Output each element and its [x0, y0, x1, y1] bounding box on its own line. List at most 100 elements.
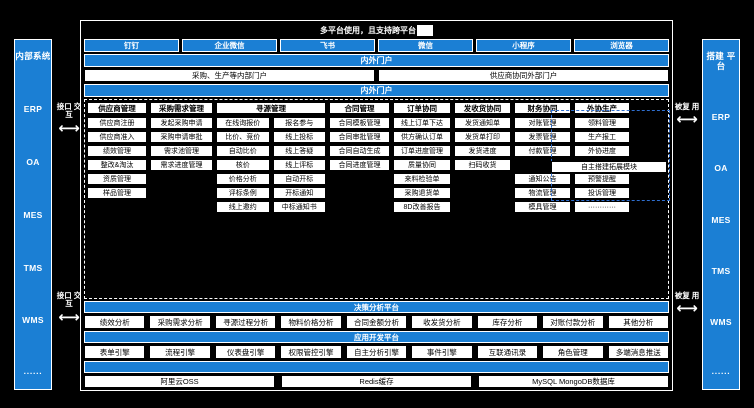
- module-item-采购申请审批[interactable]: 采购申请审批: [150, 131, 213, 143]
- module-subcolumn: 发货通知单发货单打印发货进度扫码收货: [454, 117, 511, 296]
- module-item-线上邀约[interactable]: 线上邀约: [216, 201, 270, 213]
- infra-item-阿里云OSS[interactable]: 阿里云OSS: [84, 375, 275, 388]
- appdev-item-流程引擎[interactable]: 流程引擎: [149, 345, 211, 359]
- module-column-head-采购需求管理[interactable]: 采购需求管理: [150, 102, 213, 114]
- decision-item-绩效分析[interactable]: 绩效分析: [84, 315, 146, 329]
- module-column-head-订单协同[interactable]: 订单协同: [393, 102, 451, 114]
- module-column-head-财务协同[interactable]: 财务协同: [514, 102, 571, 114]
- module-item-自动开标[interactable]: 自动开标: [272, 173, 326, 185]
- module-item-需求池管理[interactable]: 需求池管理: [150, 145, 213, 157]
- appdev-item-仪表盘引擎[interactable]: 仪表盘引擎: [214, 345, 277, 359]
- extension-item-通知公告[interactable]: 通知公告: [514, 173, 571, 185]
- platform-button-微信[interactable]: 微信: [378, 39, 473, 52]
- platform-button-小程序[interactable]: 小程序: [476, 39, 571, 52]
- module-item-合同进度管理[interactable]: 合同进度管理: [329, 159, 390, 171]
- module-item-发货单打印[interactable]: 发货单打印: [454, 131, 511, 143]
- module-item-核价[interactable]: 核价: [216, 159, 270, 171]
- module-column-head-寻源管理[interactable]: 寻源管理: [216, 102, 326, 114]
- right-rail-head: 搭建 平台: [706, 51, 736, 71]
- module-item-订单进度管理[interactable]: 订单进度管理: [393, 145, 451, 157]
- module-item-发票管理[interactable]: 发票管理: [514, 131, 571, 143]
- module-item-供应商注册[interactable]: 供应商注册: [87, 117, 147, 129]
- module-item-资质管理[interactable]: 资质管理: [87, 173, 147, 185]
- appdev-item-多端消息推送[interactable]: 多端消息推送: [607, 345, 669, 359]
- module-item-质量协同[interactable]: 质量协同: [393, 159, 451, 171]
- module-item-线上答疑[interactable]: 线上答疑: [272, 145, 326, 157]
- module-item-整改&淘汰[interactable]: 整改&淘汰: [87, 159, 147, 171]
- decision-item-收发货分析[interactable]: 收发货分析: [411, 315, 473, 329]
- module-column-head-外协生产[interactable]: 外协生产: [574, 102, 630, 114]
- module-column-head-发收货协同[interactable]: 发收货协同: [454, 102, 511, 114]
- decision-item-物料价格分析[interactable]: 物料价格分析: [280, 315, 342, 329]
- interaction-left-bottom-label: 接口 交互: [56, 291, 82, 309]
- module-item-绩效管理[interactable]: 绩效管理: [87, 145, 147, 157]
- platform-button-钉钉[interactable]: 钉钉: [84, 39, 179, 52]
- module-subcolumn: 发起采购申请采购申请审批需求池管理需求进度管理: [150, 117, 213, 296]
- portal-采购、生产等内部门户[interactable]: 采购、生产等内部门户: [84, 69, 375, 82]
- extension-item-预警提醒[interactable]: 预警提醒: [574, 173, 630, 185]
- appdev-item-表单引擎[interactable]: 表单引擎: [84, 345, 146, 359]
- module-item-线上评标[interactable]: 线上评标: [272, 159, 326, 171]
- module-item-线上投标[interactable]: 线上投标: [272, 131, 326, 143]
- platform-button-浏览器[interactable]: 浏览器: [574, 39, 669, 52]
- decision-item-对账付款分析[interactable]: 对账付款分析: [542, 315, 604, 329]
- module-item-样品管理[interactable]: 样品管理: [87, 187, 147, 199]
- decision-item-寻源过程分析[interactable]: 寻源过程分析: [214, 315, 277, 329]
- module-column-cells: 发起采购申请采购申请审批需求池管理需求进度管理: [150, 117, 213, 296]
- module-item-8D改善报告[interactable]: 8D改善报告: [393, 201, 451, 213]
- extension-title: 自主搭建拓展模块: [551, 161, 667, 173]
- module-item-生产报工[interactable]: 生产报工: [574, 131, 630, 143]
- module-item-扫码收货[interactable]: 扫码收货: [454, 159, 511, 171]
- infra-item-MySQL MongoDB数据库[interactable]: MySQL MongoDB数据库: [478, 375, 669, 388]
- module-item-自动比价[interactable]: 自动比价: [216, 145, 270, 157]
- module-item-外协进度[interactable]: 外协进度: [574, 145, 630, 157]
- portal-供应商协同外部门户[interactable]: 供应商协同外部门户: [378, 69, 669, 82]
- infra-item-Redis缓存[interactable]: Redis缓存: [281, 375, 472, 388]
- module-item-报名参与[interactable]: 报名参与: [272, 117, 326, 129]
- appdev-item-事件引擎[interactable]: 事件引擎: [411, 345, 473, 359]
- module-item-开标通知[interactable]: 开标通知: [272, 187, 326, 199]
- module-column-合同管理: 合同管理合同模板管理合同审批管理合同自动生成合同进度管理: [329, 102, 390, 296]
- module-item-线上订单下达[interactable]: 线上订单下达: [393, 117, 451, 129]
- module-item-付款管理[interactable]: 付款管理: [514, 145, 571, 157]
- module-subcolumn: 对账管理发票管理付款管理通知公告物流管理模具管理: [514, 117, 571, 296]
- platform-button-飞书[interactable]: 飞书: [280, 39, 375, 52]
- decision-item-库存分析[interactable]: 库存分析: [476, 315, 539, 329]
- extension-item-物流管理[interactable]: 物流管理: [514, 187, 571, 199]
- decision-item-其他分析[interactable]: 其他分析: [607, 315, 669, 329]
- module-item-对账管理[interactable]: 对账管理: [514, 117, 571, 129]
- appdev-platform-title: 应用开发平台: [84, 331, 669, 343]
- module-item-供方确认订单[interactable]: 供方确认订单: [393, 131, 451, 143]
- module-column-head-供应商管理[interactable]: 供应商管理: [87, 102, 147, 114]
- module-item-在线询报价[interactable]: 在线询报价: [216, 117, 270, 129]
- appdev-item-角色管理[interactable]: 角色管理: [542, 345, 604, 359]
- module-column-head-合同管理[interactable]: 合同管理: [329, 102, 390, 114]
- module-item-比价、竞价[interactable]: 比价、竞价: [216, 131, 270, 143]
- module-item-发起采购申请[interactable]: 发起采购申请: [150, 117, 213, 129]
- module-item-中标通知书[interactable]: 中标通知书: [272, 201, 326, 213]
- module-item-发货通知单[interactable]: 发货通知单: [454, 117, 511, 129]
- module-item-价格分析[interactable]: 价格分析: [216, 173, 270, 185]
- decision-item-采购需求分析[interactable]: 采购需求分析: [149, 315, 211, 329]
- extension-item-投诉管理[interactable]: 投诉管理: [574, 187, 630, 199]
- module-item-评标条例[interactable]: 评标条例: [216, 187, 270, 199]
- module-item-供应商准入[interactable]: 供应商准入: [87, 131, 147, 143]
- appdev-item-互联通讯录[interactable]: 互联通讯录: [476, 345, 539, 359]
- appdev-item-自主分析引擎[interactable]: 自主分析引擎: [345, 345, 408, 359]
- module-item-领料管理[interactable]: 领料管理: [574, 117, 630, 129]
- right-rail-item-more: ······: [711, 368, 731, 379]
- module-item-合同自动生成[interactable]: 合同自动生成: [329, 145, 390, 157]
- module-item-发货进度[interactable]: 发货进度: [454, 145, 511, 157]
- module-item-合同审批管理[interactable]: 合同审批管理: [329, 131, 390, 143]
- extension-item-············[interactable]: ············: [574, 201, 630, 213]
- module-item-需求进度管理[interactable]: 需求进度管理: [150, 159, 213, 171]
- double-arrow-icon: ⟷: [676, 300, 698, 318]
- module-item-采购退货单[interactable]: 采购退货单: [393, 187, 451, 199]
- module-item-来料检验单[interactable]: 来料检验单: [393, 173, 451, 185]
- extension-item-模具管理[interactable]: 模具管理: [514, 201, 571, 213]
- appdev-item-权限管控引擎[interactable]: 权限管控引擎: [280, 345, 342, 359]
- decision-item-合同金额分析[interactable]: 合同金额分析: [345, 315, 408, 329]
- module-item-合同模板管理[interactable]: 合同模板管理: [329, 117, 390, 129]
- platform-button-企业微信[interactable]: 企业微信: [182, 39, 277, 52]
